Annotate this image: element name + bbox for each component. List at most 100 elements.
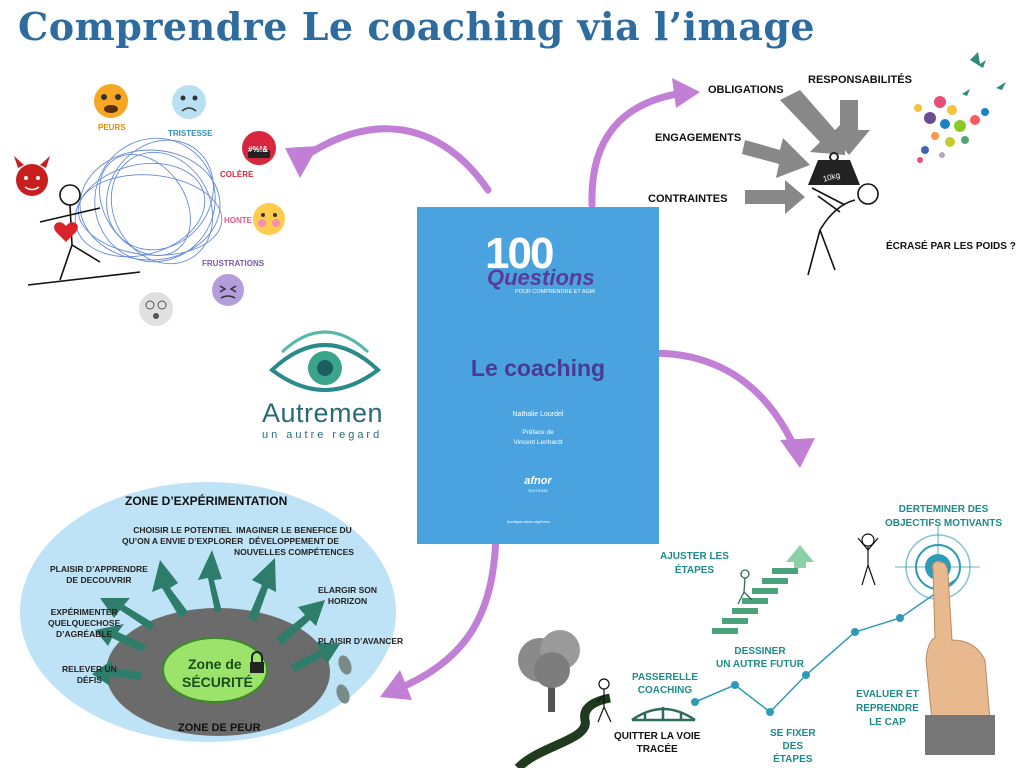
label-dessiner: DESSINER UN AUTRE FUTUR	[716, 645, 804, 671]
zone-item-elargir: ELARGIR SON HORIZON	[318, 585, 377, 607]
label-evaluer: EVALUER ET REPRENDRE LE CAP	[856, 688, 919, 730]
emotion-scribble	[74, 137, 223, 265]
book-preface-name: Vincent Lenhardt	[513, 439, 563, 446]
colorful-bird-icon	[914, 96, 989, 163]
label-responsabilites: RESPONSABILITÉS	[808, 74, 912, 86]
label-objectifs: DERTEMINER DES OBJECTIFS MOTIVANTS	[885, 503, 1002, 531]
tightrope-walker	[27, 184, 141, 286]
label-obligations: OBLIGATIONS	[708, 84, 784, 96]
zone-item-line: IMAGINER LE BENEFICE DU	[236, 525, 352, 535]
label-line: ÉTAPES	[674, 565, 715, 576]
happy-stickman	[857, 533, 879, 586]
zone-item-line: NOUVELLES COMPÉTENCES	[234, 547, 354, 557]
book-questions-sub: POUR COMPRENDRE ET AGIR	[515, 289, 596, 295]
dizzy-face-icon	[139, 292, 173, 326]
lock-icon	[250, 651, 264, 673]
label-colere: COLÈRE	[220, 170, 254, 179]
weight-icon	[808, 152, 860, 185]
autremen-eye-icon	[268, 330, 382, 392]
zone-item-line: PLAISIR D’APPRENDRE	[50, 564, 148, 574]
book-cover: 100 Questions POUR COMPRENDRE ET AGIR Le…	[417, 207, 659, 544]
sad-face-icon	[172, 85, 206, 119]
arrow-to-zones	[391, 526, 500, 694]
zone-item-imaginer: IMAGINER LE BENEFICE DU DÉVELOPPEMENT DE…	[234, 525, 354, 558]
progress-line	[691, 579, 956, 716]
zone-item-line: D’AGRÉABLE	[56, 629, 113, 639]
zone-item-line: QU’ON A ENVIE D’EXPLORER	[122, 536, 244, 546]
zones-diagram	[20, 482, 396, 742]
walking-stickman	[596, 678, 612, 723]
label-ajuster: AJUSTER LES ÉTAPES	[660, 550, 729, 578]
label-contraintes: CONTRAINTES	[648, 193, 728, 205]
crushed-stickman	[807, 183, 879, 276]
book-url: boutique.afnor.org/livres	[507, 519, 550, 524]
zone-item-line: RELEVER UN	[62, 664, 117, 674]
zone-securite-label-1: Zone de	[188, 656, 242, 672]
zone-item-line: CHOISIR LE POTENTIEL	[133, 525, 232, 535]
zone-item-experimenter: EXPÉRIMENTER QUELQUECHOSE D’AGRÉABLE	[48, 607, 120, 640]
tree-icon	[518, 630, 580, 712]
book-publisher-sub: EDITIONS	[528, 488, 548, 493]
pressure-arrows	[742, 90, 870, 214]
zone-peur-label: ZONE DE PEUR	[178, 722, 261, 734]
label-line: COACHING	[637, 685, 693, 696]
label-line: REPRENDRE	[856, 703, 919, 714]
label-line: ÉTAPES	[773, 754, 813, 765]
label-line: DES	[782, 741, 804, 752]
logo-tagline: un autre regard	[262, 429, 383, 441]
angry-face-icon	[242, 131, 276, 165]
label-line: DESSINER	[734, 646, 786, 657]
zone-item-relever: RELEVER UN DÉFIS	[62, 664, 117, 686]
fear-face-icon	[94, 84, 128, 118]
logo-name: Autremen	[262, 398, 384, 428]
zone-item-line: HORIZON	[327, 596, 368, 606]
climbing-stickman	[737, 569, 753, 605]
book-questions: Questions	[487, 265, 595, 290]
book-title: Le coaching	[470, 355, 606, 381]
book-hundred: 100	[485, 229, 554, 278]
arrow-to-pressures	[588, 88, 694, 209]
label-line: TRACÉE	[636, 744, 678, 755]
zone-item-line: EXPÉRIMENTER	[50, 607, 118, 617]
pointing-hand-icon	[925, 561, 995, 755]
frustrated-face-icon	[212, 274, 244, 306]
zone-item-plaisir-avancer: PLAISIR D’AVANCER	[318, 636, 403, 647]
book-preface-label: Préface de	[522, 429, 554, 436]
label-engagements: ENGAGEMENTS	[655, 132, 742, 144]
zone-securite-label-2: SÉCURITÉ	[182, 674, 253, 690]
label-ecrase: ÉCRASÉ PAR LES POIDS ?	[886, 241, 1016, 252]
book-publisher: afnor	[524, 475, 552, 487]
zone-item-plaisir-apprendre: PLAISIR D’APPRENDRE DE DECOUVRIR	[50, 564, 148, 586]
label-line: AJUSTER LES	[660, 551, 729, 562]
label-frustrations: FRUSTRATIONS	[202, 259, 265, 268]
label-line: UN AUTRE FUTUR	[716, 659, 804, 670]
book-author: Nathalie Lourdel	[512, 411, 564, 418]
zone-arrows	[92, 550, 340, 686]
zone-item-line: QUELQUECHOSE	[48, 618, 121, 628]
label-fixer: SE FIXER DES ÉTAPES	[770, 727, 816, 766]
ashamed-face-icon	[253, 203, 285, 235]
zone-item-line: DE DECOUVRIR	[66, 575, 132, 585]
footprints-icon	[336, 655, 352, 704]
bridge-icon	[631, 707, 696, 722]
road	[514, 693, 611, 768]
label-line: SE FIXER	[770, 728, 816, 739]
label-line: EVALUER ET	[856, 689, 919, 700]
label-line: DERTEMINER DES	[898, 504, 989, 515]
zone-item-line: PLAISIR D’AVANCER	[318, 636, 404, 646]
label-colere-symbols: #%!&	[248, 145, 269, 154]
label-tristesse: TRISTESSE	[168, 129, 213, 138]
heart-icon	[54, 222, 78, 242]
label-peurs: PEURS	[98, 123, 126, 132]
weight-label: 10kg	[822, 170, 841, 183]
label-line: PASSERELLE	[632, 672, 698, 683]
label-quitter: QUITTER LA VOIE TRACÉE	[614, 730, 700, 756]
devil-icon	[14, 156, 50, 196]
page-title: Comprendre Le coaching via l’image	[18, 4, 816, 49]
staircase-icon	[712, 545, 814, 634]
label-honte: HONTE	[224, 216, 252, 225]
purple-arrowheads	[285, 78, 815, 700]
zone-item-line: ELARGIR SON	[318, 585, 378, 595]
zone-item-line: DÉFIS	[76, 675, 102, 685]
